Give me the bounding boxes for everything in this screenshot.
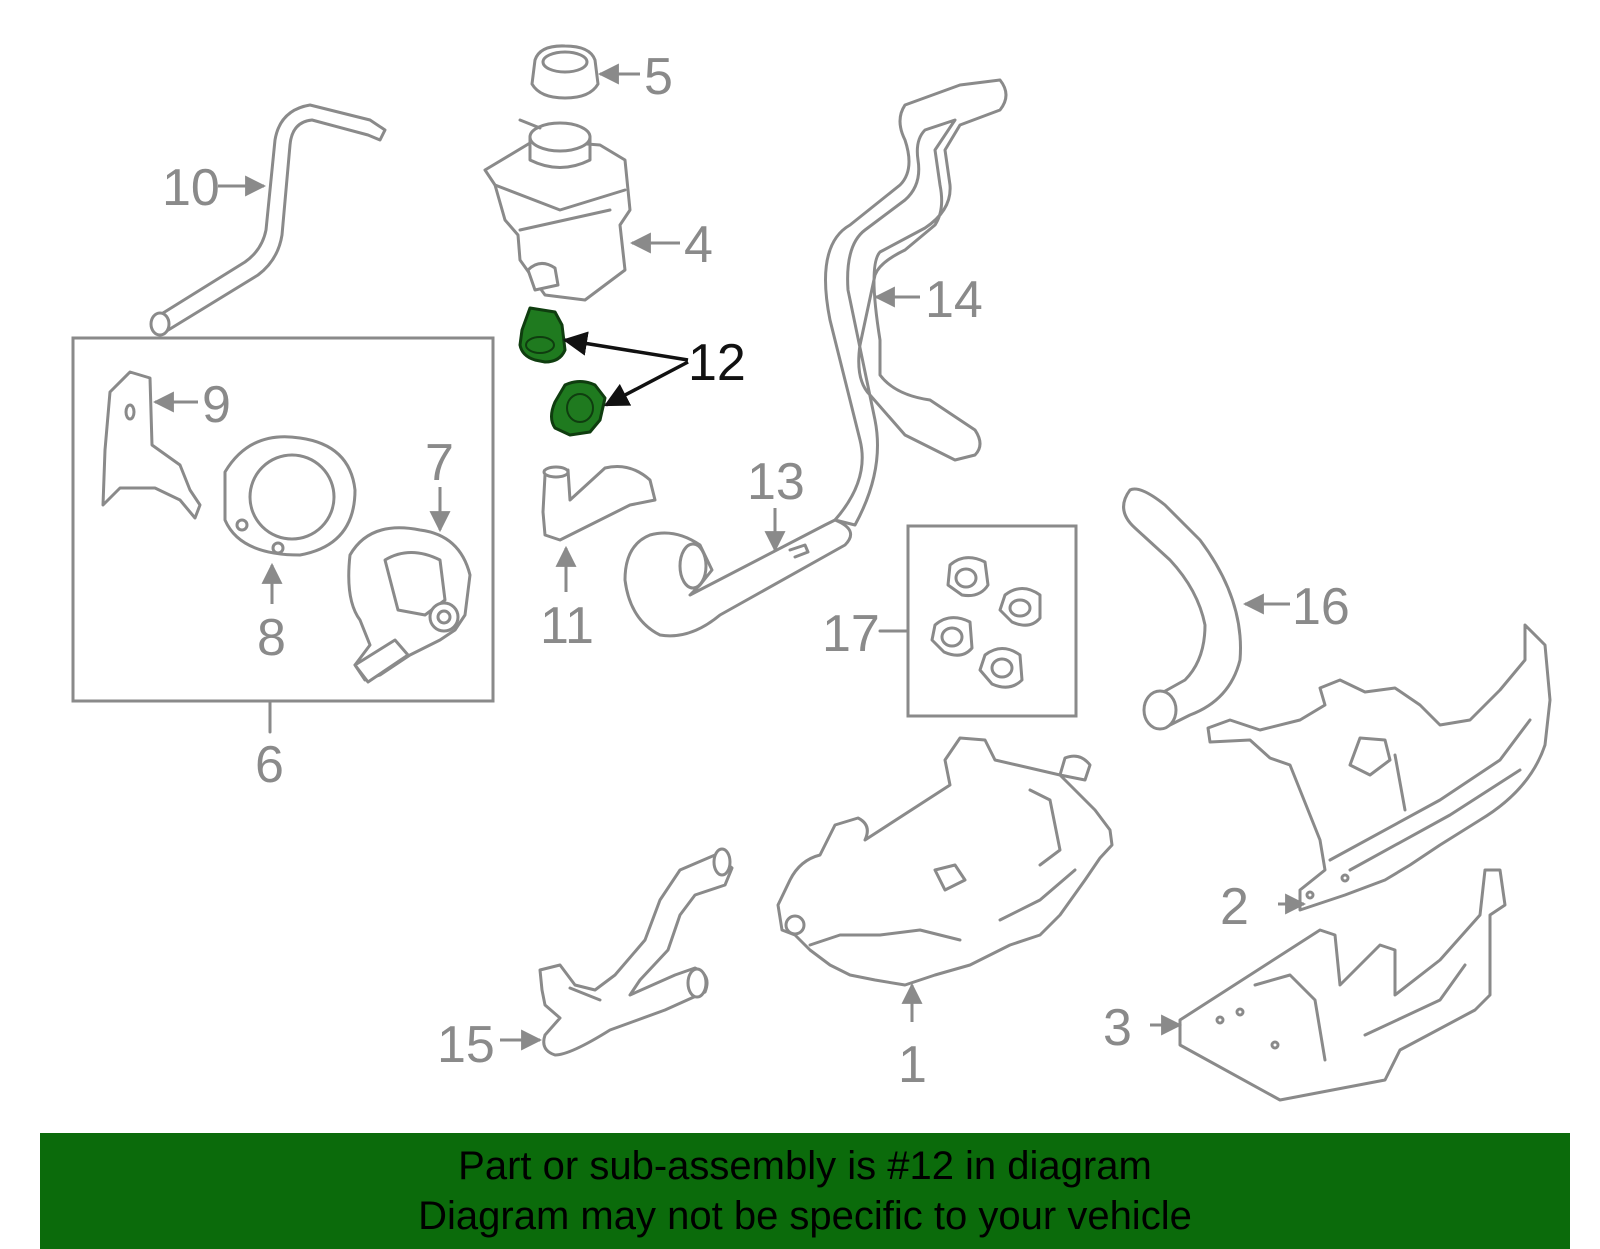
part-17-clamp-a[interactable] <box>946 556 990 597</box>
assembly-6-frame <box>71 336 495 703</box>
part-5-cap[interactable] <box>530 44 600 100</box>
part-2-bracket[interactable] <box>1206 623 1552 912</box>
part-8-gasket[interactable] <box>223 435 357 557</box>
part-1-main-unit[interactable] <box>776 736 1114 987</box>
part-10-hose[interactable] <box>149 103 387 337</box>
label-4: 4 <box>684 216 713 274</box>
part-4-reservoir[interactable] <box>483 118 632 302</box>
banner-line-1: Part or sub-assembly is #12 in diagram <box>458 1144 1152 1188</box>
label-9: 9 <box>202 376 231 434</box>
part-3-lower-bracket[interactable] <box>1178 868 1507 1102</box>
label-17: 17 <box>822 605 880 663</box>
part-17-clamp-c[interactable] <box>930 616 974 657</box>
label-3: 3 <box>1103 999 1132 1057</box>
label-8: 8 <box>257 609 286 667</box>
label-10: 10 <box>162 159 220 217</box>
part-9-bracket[interactable] <box>101 370 202 520</box>
part-11-hose-elbow[interactable] <box>541 465 657 542</box>
part-13-hose[interactable] <box>623 518 853 638</box>
banner-line-2: Diagram may not be specific to your vehi… <box>418 1194 1192 1238</box>
part-16-hose[interactable] <box>1122 487 1242 731</box>
arrow-12-upper <box>562 331 689 362</box>
label-14: 14 <box>925 271 983 329</box>
label-6: 6 <box>255 736 284 794</box>
label-2: 2 <box>1220 878 1249 936</box>
label-16: 16 <box>1292 578 1350 636</box>
label-13: 13 <box>747 453 805 511</box>
arrow-12-lower <box>603 360 689 407</box>
label-5: 5 <box>644 48 673 106</box>
part-12-clamp-upper[interactable] <box>518 306 567 364</box>
part-15-lower-hose[interactable] <box>538 847 734 1057</box>
label-1: 1 <box>898 1036 927 1094</box>
label-7: 7 <box>425 434 454 492</box>
part-17-clamp-d[interactable] <box>978 647 1024 689</box>
part-17-clamp-b[interactable] <box>998 587 1042 627</box>
label-15: 15 <box>437 1016 495 1074</box>
part-12-clamp-lower[interactable] <box>550 380 607 437</box>
label-11: 11 <box>540 597 594 655</box>
info-banner: Part or sub-assembly is #12 in diagram D… <box>40 1133 1570 1249</box>
part-7-water-pump[interactable] <box>347 526 472 684</box>
part-14-long-hose[interactable] <box>824 78 1008 527</box>
label-12: 12 <box>688 334 746 392</box>
kit-17-frame <box>906 524 1078 718</box>
